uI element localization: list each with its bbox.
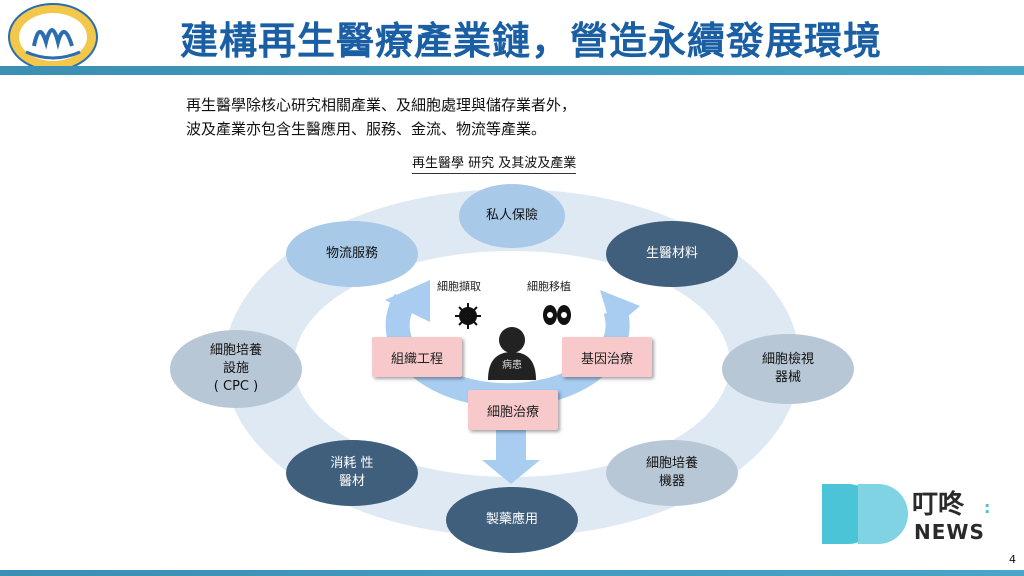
node-cell-processing-center: 細胞培養 設施 ( CPC ) — [170, 330, 302, 408]
box-tissue-engineering: 組織工程 — [372, 337, 462, 377]
brand-sub: NEWS — [914, 520, 985, 544]
brand-dots: : — [984, 498, 991, 517]
box-cell-therapy: 細胞治療 — [468, 390, 558, 430]
label-patient: 病患 — [502, 360, 522, 371]
header-divider — [0, 66, 1024, 75]
down-arrow-head — [482, 460, 540, 484]
page-title: 建構再生醫療產業鏈，營造永續發展環境 — [180, 19, 883, 63]
dd-mark-icon — [822, 484, 908, 544]
node-cell-culture-machines: 細胞培養 機器 — [606, 440, 738, 506]
brand-name: 叮咚 — [912, 490, 965, 520]
node-private-insurance: 私人保險 — [459, 184, 565, 248]
cycle-arrow-head-right — [600, 290, 640, 330]
footer-bar — [0, 570, 1024, 576]
label-cell-transplant: 細胞移植 — [527, 280, 571, 293]
intro-line-2: 波及產業亦包含生醫應用、服務、金流、物流等產業。 — [186, 120, 547, 138]
node-cell-inspection-devices: 細胞檢視 器械 — [722, 334, 854, 404]
diagram-title: 再生醫學 研究 及其波及產業 — [412, 152, 577, 174]
cell-transplant-icon — [543, 305, 571, 325]
node-logistics-services: 物流服務 — [286, 221, 418, 287]
intro-text: 再生醫學除核心研究相關產業、及細胞處理與儲存業者外， 波及產業亦包含生醫應用、服… — [186, 93, 576, 141]
node-consumable-medical-supplies: 消耗 性 醫材 — [286, 440, 418, 506]
logo — [6, 2, 100, 72]
cycle-arrow-head-left — [385, 280, 430, 322]
page-number: 4 — [1009, 553, 1016, 566]
node-biomed-materials: 生醫材料 — [606, 221, 738, 287]
node-pharma-applications: 製藥應用 — [446, 487, 578, 553]
down-arrow-shaft — [496, 430, 526, 462]
box-gene-therapy: 基因治療 — [562, 337, 652, 377]
intro-line-1: 再生醫學除核心研究相關產業、及細胞處理與儲存業者外， — [186, 96, 577, 114]
patient-icon — [488, 327, 536, 380]
label-cell-harvest: 細胞擷取 — [437, 280, 481, 293]
cell-harvest-icon — [455, 303, 481, 329]
